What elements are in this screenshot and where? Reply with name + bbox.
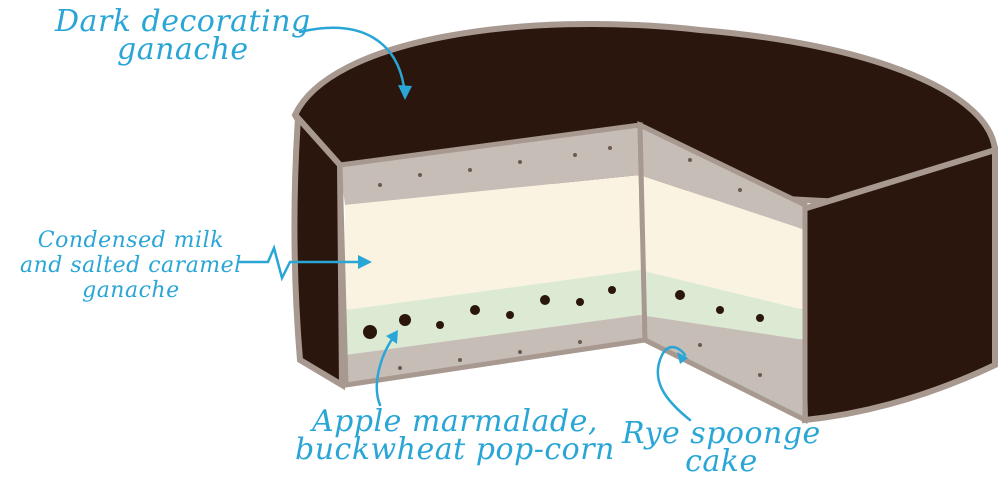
arrow-dark-ganache	[298, 26, 407, 97]
right-bottom-sponge	[640, 315, 805, 420]
right-top-sponge	[640, 125, 805, 230]
label-dark-ganache: Dark decorating ganache	[55, 4, 311, 67]
right-outer-wall	[796, 145, 998, 424]
label-condensed-milk-line1: Condensed milk	[37, 228, 224, 253]
arrowheads	[358, 85, 688, 364]
left-cream	[345, 175, 640, 310]
sponge-speckles	[378, 146, 762, 377]
arrow-apple-marmalade	[375, 333, 397, 407]
label-dark-ganache-line2: ganache	[117, 32, 249, 67]
right-cut-face	[637, 120, 808, 425]
left-cut-face	[337, 122, 648, 388]
label-apple-marmalade-line2: buckwheat pop-corn	[295, 432, 615, 467]
arrowhead-condensed-milk	[358, 255, 372, 269]
left-top-sponge	[340, 125, 640, 205]
label-apple-marmalade-line1: Apple marmalade,	[311, 404, 598, 439]
label-condensed-milk-line3: ganache	[82, 278, 180, 303]
arrow-condensed-milk	[238, 244, 367, 282]
arrowhead-dark-ganache	[398, 85, 412, 100]
label-apple-marmalade: Apple marmalade, buckwheat pop-corn	[295, 404, 615, 467]
label-rye-sponge: Rye spoonge cake	[622, 416, 821, 479]
left-bottom-sponge	[345, 315, 645, 385]
left-marmalade	[345, 270, 640, 355]
left-outer-wall	[291, 110, 346, 391]
arrowhead-rye-sponge	[677, 352, 688, 364]
right-marmalade	[640, 270, 805, 340]
annotation-arrows	[238, 26, 692, 422]
right-cream	[640, 175, 805, 310]
arrow-rye-sponge	[656, 345, 692, 422]
label-dark-ganache-line1: Dark decorating	[55, 4, 311, 39]
label-condensed-milk: Condensed milk and salted caramel ganach…	[20, 228, 242, 303]
label-rye-sponge-line2: cake	[685, 444, 758, 479]
arrowhead-apple-marmalade	[386, 330, 398, 344]
label-condensed-milk-line2: and salted caramel	[20, 253, 242, 278]
label-rye-sponge-line1: Rye spoonge	[622, 416, 821, 451]
buckwheat-dots	[363, 286, 764, 339]
